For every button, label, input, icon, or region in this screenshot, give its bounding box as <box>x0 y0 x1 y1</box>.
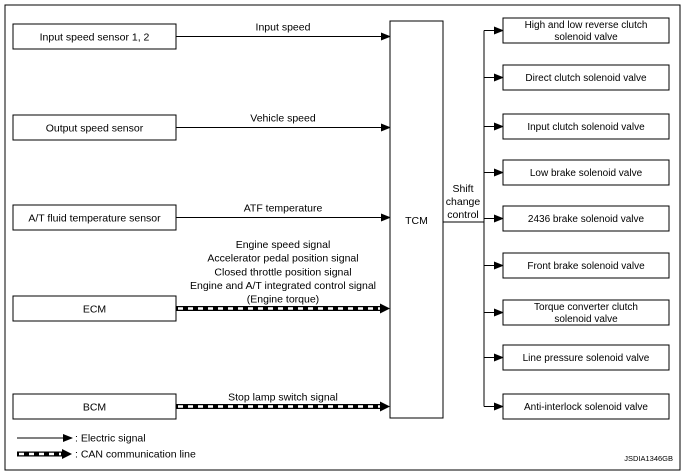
output-box-0 <box>502 17 670 44</box>
can-arrowhead-3 <box>380 303 390 314</box>
legend-electric-label: : Electric signal <box>75 433 146 445</box>
output-box-8 <box>502 393 670 420</box>
output-label-5-0: Front brake solenoid valve <box>527 261 645 272</box>
output-signal-label-0: Shift <box>452 183 473 195</box>
output-label-7-0: Line pressure solenoid valve <box>523 353 650 364</box>
output-box-6 <box>502 299 670 326</box>
output-label-6-1: solenoid valve <box>554 314 618 325</box>
output-label-4-0: 2436 brake solenoid valve <box>528 214 645 225</box>
input-label-1: Output speed sensor <box>46 123 144 135</box>
signal-label-3-0: Engine speed signal <box>236 239 331 251</box>
input-box-2 <box>12 204 177 231</box>
reference-code: JSDIA1346GB <box>624 454 673 463</box>
output-box-5 <box>502 252 670 279</box>
input-box-1 <box>12 114 177 141</box>
can-arrowhead-4 <box>380 401 390 412</box>
output-signal-label-1: change <box>446 196 481 208</box>
diagram-frame <box>4 4 681 471</box>
signal-label-3-4: (Engine torque) <box>247 294 319 306</box>
output-box-1 <box>502 64 670 91</box>
input-label-2: A/T fluid temperature sensor <box>28 213 161 225</box>
output-label-0-0: High and low reverse clutch <box>525 20 648 31</box>
output-box-2 <box>502 113 670 140</box>
output-label-0-1: solenoid valve <box>554 32 618 43</box>
signal-label-4-0: Stop lamp switch signal <box>228 392 338 404</box>
output-label-6-0: Torque converter clutch <box>534 302 638 313</box>
input-label-3: ECM <box>83 304 106 316</box>
input-label-0: Input speed sensor 1, 2 <box>40 32 150 44</box>
output-label-8-0: Anti-interlock solenoid valve <box>524 402 648 413</box>
input-box-4 <box>12 393 177 420</box>
legend-can-label: : CAN communication line <box>75 449 196 461</box>
input-box-0 <box>12 23 177 50</box>
output-box-3 <box>502 159 670 186</box>
legend-can-arrowhead <box>62 449 72 459</box>
output-signal-label-2: control <box>447 209 479 221</box>
signal-label-3-1: Accelerator pedal position signal <box>207 253 358 265</box>
output-box-4 <box>502 205 670 232</box>
output-label-3-0: Low brake solenoid valve <box>530 168 643 179</box>
input-label-4: BCM <box>83 402 106 414</box>
output-label-1-0: Direct clutch solenoid valve <box>525 73 647 84</box>
output-label-2-0: Input clutch solenoid valve <box>527 122 645 133</box>
tcm-label: TCM <box>405 215 428 227</box>
tcm-box <box>389 20 444 419</box>
signal-label-3-3: Engine and A/T integrated control signal <box>190 280 376 292</box>
signal-label-0-0: Input speed <box>256 22 311 34</box>
signal-label-1-0: Vehicle speed <box>250 113 316 125</box>
signal-label-2-0: ATF temperature <box>244 203 323 215</box>
input-box-3 <box>12 295 177 322</box>
output-box-7 <box>502 344 670 371</box>
signal-label-3-2: Closed throttle position signal <box>214 266 351 278</box>
